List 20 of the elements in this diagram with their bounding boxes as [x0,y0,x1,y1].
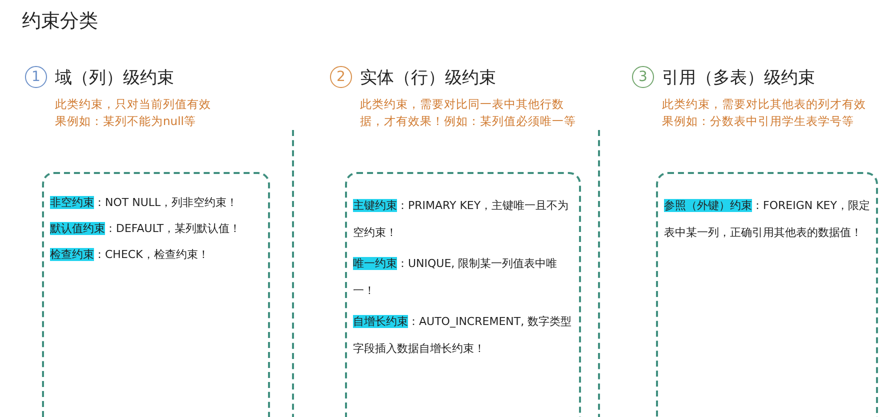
section-heading: 域（列）级约束 [55,67,174,89]
section-heading: 引用（多表）级约束 [662,67,815,89]
circled-number: 3 [632,66,654,88]
constraint-item: 主键约束：PRIMARY KEY，主键唯一且不为空约束！ [353,198,570,241]
description-text: 此类约束，只对当前列值有效果例如：某列不能为null等 [55,96,212,130]
circled-number: 2 [330,66,352,88]
section-heading: 实体（行）级约束 [360,67,496,89]
constraint-item: 参照（外键）约束：FOREIGN KEY，限定表中某一列，正确引用其他表的数据值！ [664,198,870,241]
constraint-item: 检查约束：CHECK，检查约束！ [50,247,210,263]
constraint-item: 自增长约束：AUTO_INCREMENT, 数字类型字段插入数据自增长约束！ [353,314,573,357]
constraint-item: 非空约束：NOT NULL，列非空约束！ [50,195,239,211]
constraint-box [345,172,581,417]
constraint-item: 唯一约束：UNIQUE, 限制某一列值表中唯一！ [353,256,558,299]
description-text: 此类约束，需要对比同一表中其他行数据，才有效果！例如：某列值必须唯一等 [360,96,577,130]
constraint-box [42,172,270,417]
circled-number: 1 [25,66,47,88]
description-text: 此类约束，需要对比其他表的列才有效果例如：分数表中引用学生表学号等 [662,96,867,130]
constraint-box [656,172,878,417]
page-title: 约束分类 [22,9,98,34]
constraint-item: 默认值约束：DEFAULT，某列默认值！ [50,221,242,237]
